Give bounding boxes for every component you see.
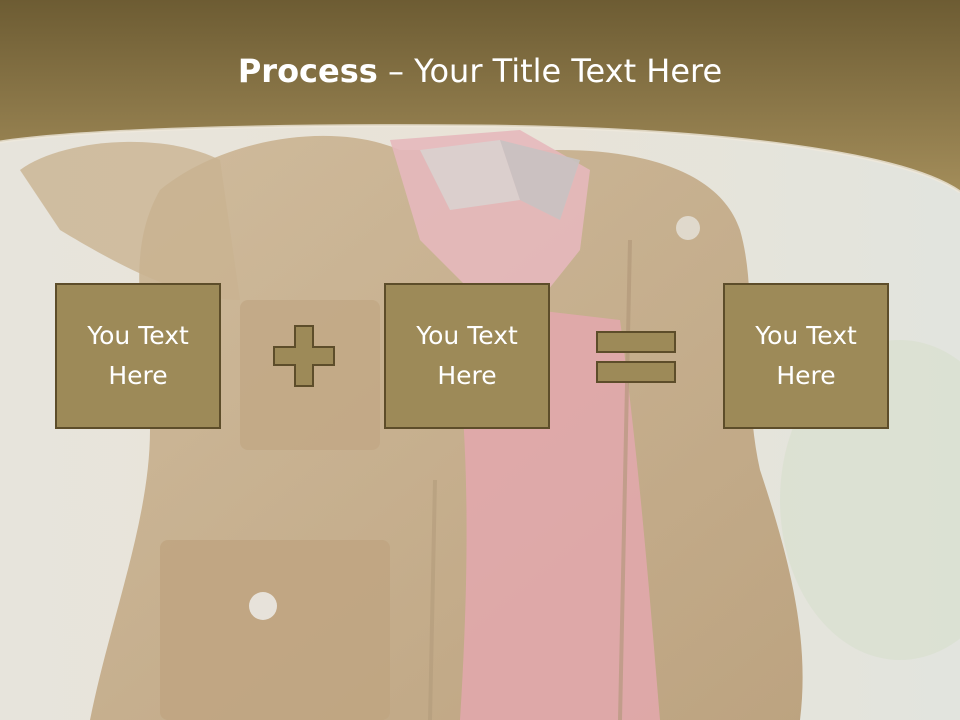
text-box-1-label: You Text Here <box>87 321 189 390</box>
equals-icon <box>596 331 676 383</box>
text-box-1[interactable]: You Text Here <box>55 283 221 429</box>
text-box-2-label: You Text Here <box>416 321 518 390</box>
text-box-3[interactable]: You Text Here <box>723 283 889 429</box>
title-rest: – Your Title Text Here <box>377 52 723 90</box>
plus-icon <box>273 325 335 387</box>
text-box-3-label: You Text Here <box>755 321 857 390</box>
slide-title: Process – Your Title Text Here <box>0 52 960 90</box>
title-bold: Process <box>237 52 378 90</box>
text-box-2[interactable]: You Text Here <box>384 283 550 429</box>
